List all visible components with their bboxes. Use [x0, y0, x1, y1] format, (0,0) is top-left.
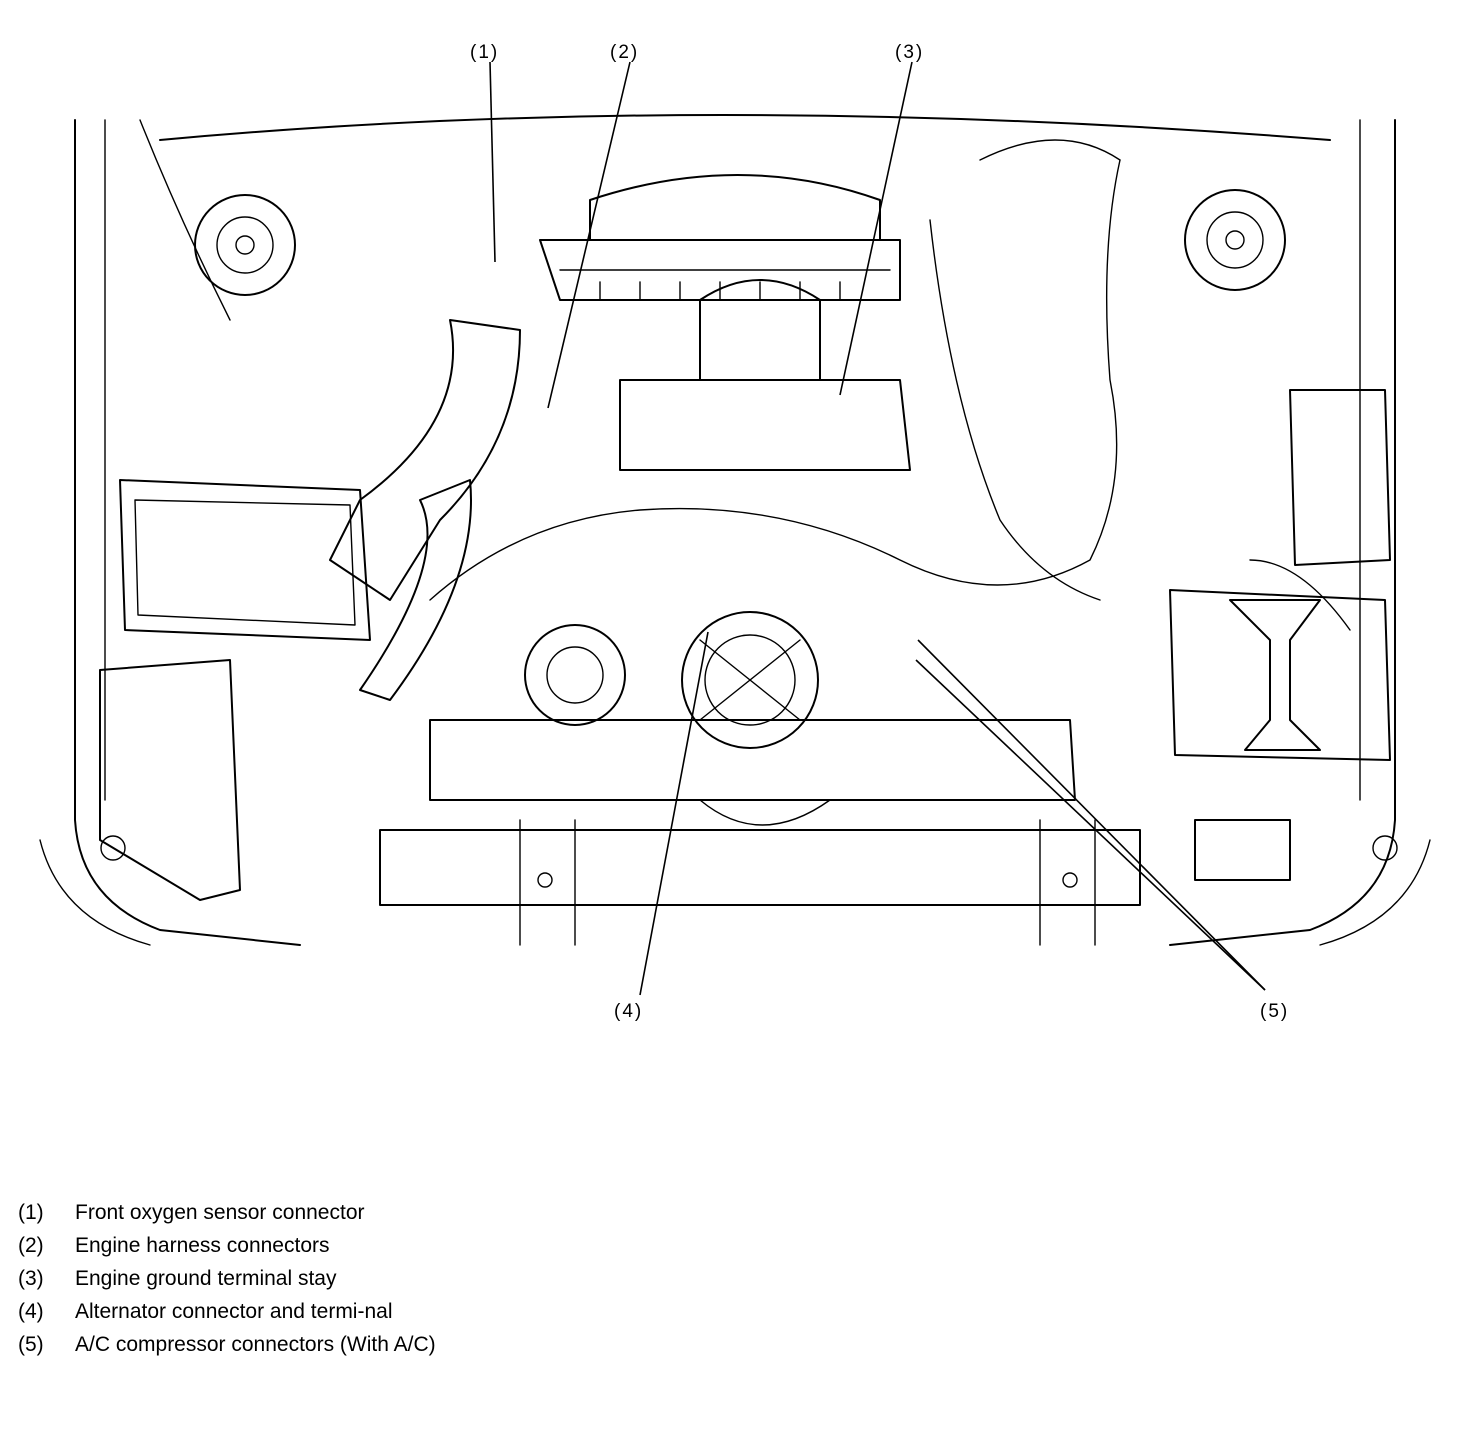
legend-text: A/C compressor connectors (With A/C) — [75, 1333, 436, 1356]
legend-text: Front oxygen sensor connector — [75, 1201, 365, 1224]
legend-number: (2) — [18, 1234, 44, 1257]
radiator — [379, 819, 1141, 946]
alternator — [681, 611, 819, 749]
engine-block — [429, 279, 1076, 826]
engine-bay-drawing: (1) (2) (3) (4) (5) — [39, 42, 1431, 1022]
air-cleaner-box — [119, 479, 371, 641]
leader-4 — [639, 631, 709, 996]
leader-1 — [489, 61, 496, 263]
callout-label: (2) — [610, 42, 639, 63]
legend-item: (3) Engine ground terminal stay — [18, 1262, 478, 1295]
water-pump-pulley — [524, 624, 626, 726]
legend-item: (5) A/C compressor connectors (With A/C) — [18, 1328, 478, 1361]
legend-text: Engine ground terminal stay — [75, 1267, 337, 1290]
wiring-harness — [139, 119, 1351, 631]
leader-3 — [839, 61, 913, 396]
legend-text: Engine harness connectors — [75, 1234, 330, 1257]
legend: (1) Front oxygen sensor connector (2) En… — [18, 1196, 478, 1361]
legend-number: (3) — [18, 1267, 44, 1290]
leader-lines — [489, 61, 1266, 996]
battery — [1169, 589, 1391, 761]
callout-labels: (1) (2) (3) (4) (5) — [470, 42, 1289, 1022]
callout-label: (5) — [1260, 1001, 1289, 1022]
intake-plenum — [539, 174, 901, 301]
right-strut-tower — [1184, 189, 1286, 291]
left-strut-tower — [194, 194, 296, 296]
legend-number: (1) — [18, 1201, 44, 1224]
legend-item: (4) Alternator connector and termi-nal — [18, 1295, 478, 1328]
legend-text: Alternator connector and termi-nal — [75, 1300, 393, 1323]
legend-item: (1) Front oxygen sensor connector — [18, 1196, 478, 1229]
legend-number: (4) — [18, 1300, 44, 1323]
relay-box — [1289, 389, 1391, 566]
callout-label: (4) — [614, 1001, 643, 1022]
left-front-area — [99, 659, 241, 901]
callout-label: (3) — [895, 42, 924, 63]
legend-item: (2) Engine harness connectors — [18, 1229, 478, 1262]
leader-5a — [917, 639, 1266, 991]
callout-label: (1) — [470, 42, 499, 63]
leader-2 — [547, 61, 631, 409]
engine-bay-outline — [39, 114, 1431, 946]
right-front-area — [1194, 819, 1398, 881]
legend-number: (5) — [18, 1333, 44, 1356]
engine-compartment-diagram: (1) (2) (3) (4) (5) — [39, 42, 1431, 1022]
intake-duct — [329, 319, 521, 701]
leader-5b — [915, 659, 1266, 991]
